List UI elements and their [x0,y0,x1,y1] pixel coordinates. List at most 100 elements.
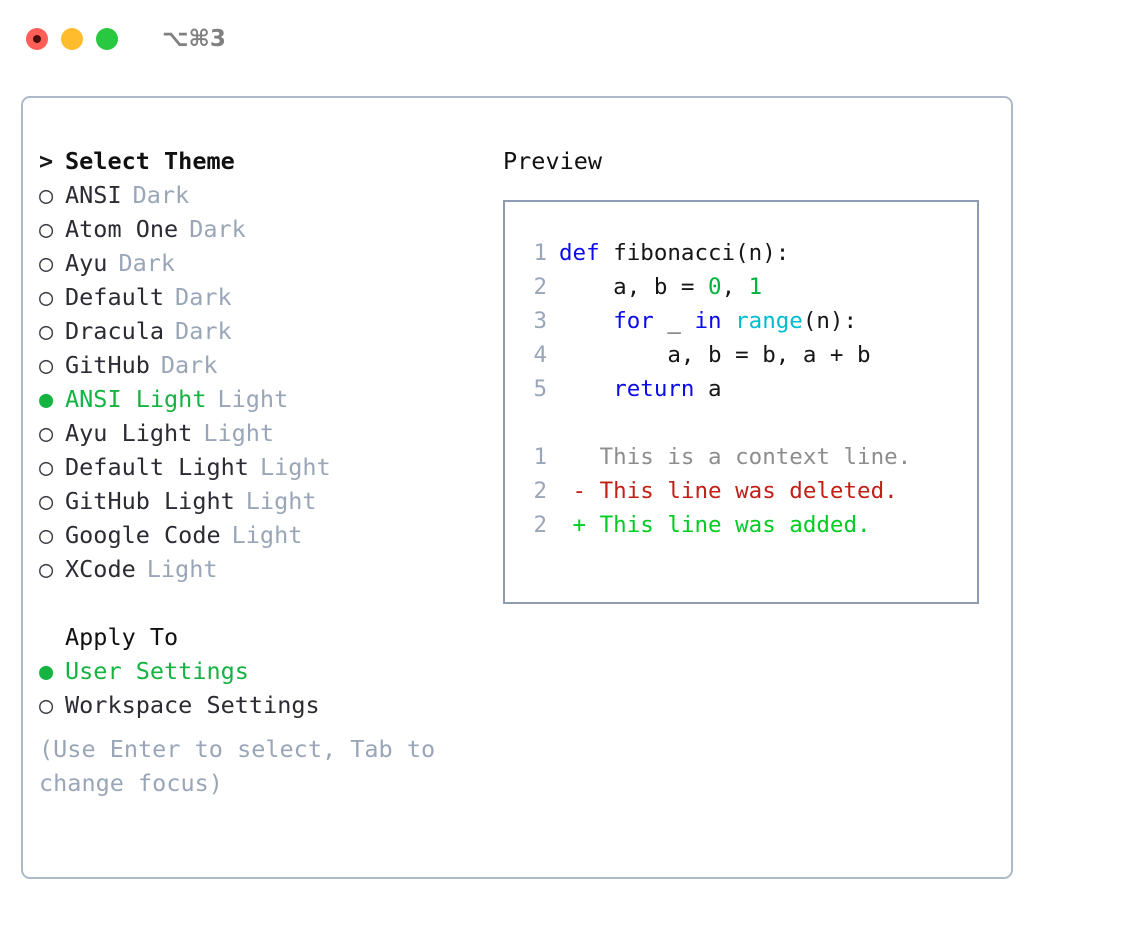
list-spacer [39,586,489,620]
code-line: 2 a, b = 0, 1 [517,270,977,304]
code-token [722,304,736,338]
theme-variant-tag: Dark [118,249,176,277]
code-token: a, b = [559,274,709,300]
preview-title: Preview [503,147,603,175]
diff-text: This line was added. [586,512,871,538]
code-token: in [694,308,722,334]
line-number: 4 [533,342,547,368]
apply-to-label: User Settings [65,657,249,685]
radio-unselected-icon: ○ [39,215,54,243]
code-token: return [613,376,695,402]
code-line: 5 return a [517,372,977,406]
theme-option[interactable]: ○ GitHub Dark [39,348,489,382]
code-token: (n): [802,308,858,334]
code-line: 4 a, b = b, a + b [517,338,977,372]
code-token [559,304,613,338]
keyboard-hint: (Use Enter to select, Tab to change focu… [39,735,450,797]
apply-to-option[interactable]: ○ Workspace Settings [39,688,489,722]
theme-variant-tag: Light [146,555,218,583]
code-diff-spacer [517,406,977,440]
theme-option[interactable]: ○ XCode Light [39,552,489,586]
theme-name: ANSI [65,181,122,209]
theme-option[interactable]: ● ANSI Light Light [39,382,489,416]
radio-unselected-icon: ○ [39,555,54,583]
theme-variant-tag: Light [259,453,331,481]
radio-unselected-icon: ○ [39,317,54,345]
radio-unselected-icon: ○ [39,521,54,549]
diff-marker [559,440,586,474]
apply-to-option[interactable]: ● User Settings [39,654,489,688]
line-number: 2 [533,512,547,538]
line-number: 2 [533,478,547,504]
code-token: fibonacci(n): [613,240,790,266]
theme-name: GitHub [65,351,150,379]
line-number: 5 [533,376,547,402]
line-number: 2 [533,274,547,300]
radio-unselected-icon: ○ [39,249,54,277]
radio-unselected-icon: ○ [39,283,54,311]
code-token: 1 [748,274,763,300]
theme-variant-tag: Dark [189,215,246,243]
theme-variant-tag: Dark [175,317,232,345]
diff-text: This line was deleted. [586,478,898,504]
code-token: for [613,308,654,334]
diff-line: 1 This is a context line. [517,440,977,474]
theme-variant-tag: Light [217,385,289,413]
theme-option[interactable]: ○ Ayu Dark [39,246,489,280]
caret-icon: > [39,147,54,175]
theme-name: Dracula [65,317,165,345]
line-number: 3 [533,308,547,334]
code-token: def [559,240,614,266]
diff-sample: 1 This is a context line. 2 - This line w… [517,440,977,542]
theme-name: Ayu Light [65,419,193,447]
theme-name: Google Code [65,521,221,549]
theme-name: XCode [65,555,136,583]
radio-unselected-icon: ○ [39,181,54,209]
minimize-button[interactable] [61,28,83,50]
theme-name: ANSI Light [65,385,207,413]
code-token: , [721,274,749,300]
theme-option[interactable]: ○ GitHub Light Light [39,484,489,518]
radio-unselected-icon: ○ [39,487,54,515]
theme-name: GitHub Light [65,487,235,515]
code-token: a, b = b, a + b [559,342,871,368]
close-button[interactable] [26,28,48,50]
apply-to-label: Workspace Settings [65,691,320,719]
code-token: 0 [708,274,722,300]
theme-name: Default [65,283,165,311]
diff-line: 2 + This line was added. [517,508,977,542]
theme-picker-header: > Select Theme [39,144,489,178]
diff-marker: - [559,478,587,504]
line-number: 1 [533,444,547,470]
theme-name: Ayu [65,249,108,277]
keyboard-shortcut-label: ⌥⌘3 [162,26,226,52]
section-title: Select Theme [65,147,235,175]
radio-selected-icon: ● [39,657,54,685]
code-token: range [735,308,803,334]
radio-selected-icon: ● [39,385,54,413]
code-token [559,372,613,406]
code-line: 3 for _ in range(n): [517,304,977,338]
apply-to-title: Apply To [65,623,179,651]
radio-unselected-icon: ○ [39,351,54,379]
radio-unselected-icon: ○ [39,691,54,719]
diff-marker: + [559,512,587,538]
theme-option[interactable]: ○ Dracula Dark [39,314,489,348]
traffic-lights [26,28,118,50]
apply-to-list: ● User Settings ○ Workspace Settings [39,654,489,722]
maximize-button[interactable] [96,28,118,50]
theme-variant-tag: Dark [160,351,218,379]
theme-variant-tag: Light [245,487,317,515]
